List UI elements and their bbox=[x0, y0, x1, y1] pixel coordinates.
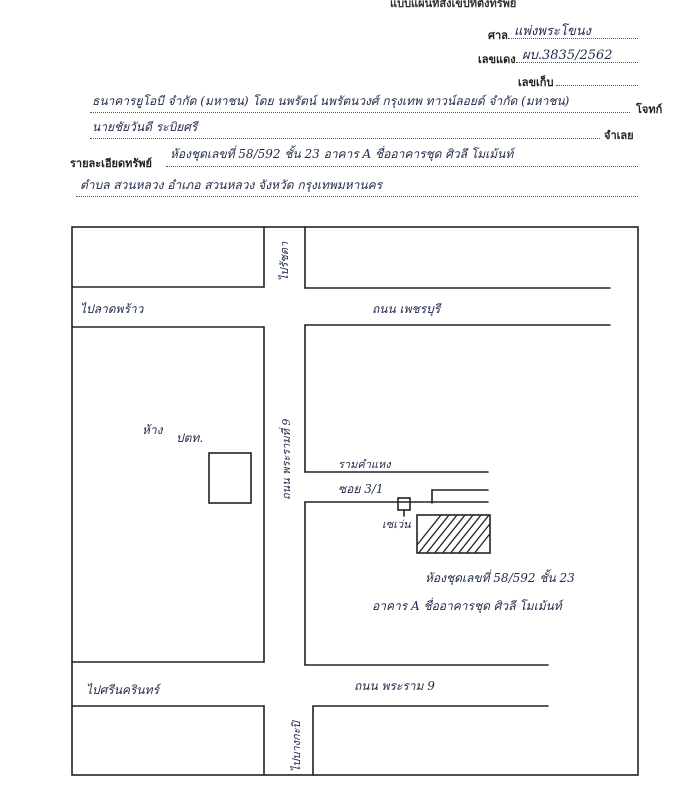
property-line-1: ห้องชุดเลขที่ 58/592 ชั้น 23 อาคาร A ชื่… bbox=[170, 147, 514, 161]
soi-number-label: ซอย 3/1 bbox=[338, 482, 384, 496]
map-frame bbox=[71, 226, 639, 776]
road-top-vertical-label: ไปรัชดา bbox=[278, 241, 291, 281]
ptt-building bbox=[208, 452, 252, 504]
road-bottom-vertical-label: ไปบางกะปิ bbox=[290, 719, 303, 772]
condo-hatching bbox=[417, 515, 490, 553]
unit-description-line-2: อาคาร A ชื่ออาคารชุด ศิวลี โมเม้นท์ bbox=[372, 597, 565, 614]
road-horizontal-bottom-label: ถนน พระราม 9 bbox=[354, 679, 435, 693]
case-number-label: เลขแดง bbox=[478, 54, 516, 66]
court-value: แพ่งพระโขนง bbox=[514, 24, 591, 39]
ptt-label: ปตท. bbox=[176, 431, 203, 445]
to-left-top-label: ไปลาดพร้าว bbox=[80, 302, 145, 316]
property-label: รายละเอียดทรัพย์ bbox=[70, 158, 152, 170]
defendant-text: นายชัยวันดี ระบิยศรี bbox=[92, 120, 198, 134]
case-number-value: ผบ.3835/2562 bbox=[522, 48, 613, 63]
case-number-dotline bbox=[516, 62, 638, 63]
document-top-title: แบบแผนที่สังเขปที่ตั้งทรัพย์ bbox=[390, 0, 517, 10]
defendant-dotline bbox=[90, 138, 600, 139]
road-vertical-main-label: ถนน พระรามที่ 9 bbox=[278, 419, 293, 500]
court-label: ศาล bbox=[488, 30, 508, 42]
defendant-tail-label: จำเลย bbox=[604, 130, 634, 142]
receipt-dotline bbox=[556, 85, 638, 86]
plaintiff-text: ธนาคารยูโอบี จำกัด (มหาชน) โดย นพรัตน์ น… bbox=[92, 94, 570, 108]
plaintiff-dotline bbox=[90, 112, 630, 113]
seven-eleven-box bbox=[397, 497, 411, 511]
plaintiff-tail-label: โจทก์ bbox=[636, 104, 663, 116]
property-dotline-1 bbox=[166, 166, 638, 167]
receipt-label: เลขเก็บ bbox=[518, 77, 554, 89]
property-dotline-2 bbox=[76, 196, 638, 197]
court-dotline bbox=[508, 38, 638, 39]
soi-name-label: รามคำแหง bbox=[338, 458, 392, 471]
to-left-bottom-label: ไปศรีนครินทร์ bbox=[86, 683, 162, 697]
unit-description-line-1: ห้องชุดเลขที่ 58/592 ชั้น 23 bbox=[425, 569, 575, 586]
road-horizontal-top-label: ถนน เพชรบุรี bbox=[372, 302, 442, 317]
mall-label: ห้าง bbox=[142, 423, 164, 437]
property-line-2: ตำบล สวนหลวง อำเภอ สวนหลวง จังหวัด กรุงเ… bbox=[80, 178, 383, 192]
seven-eleven-label: เซเว่น bbox=[382, 518, 411, 531]
